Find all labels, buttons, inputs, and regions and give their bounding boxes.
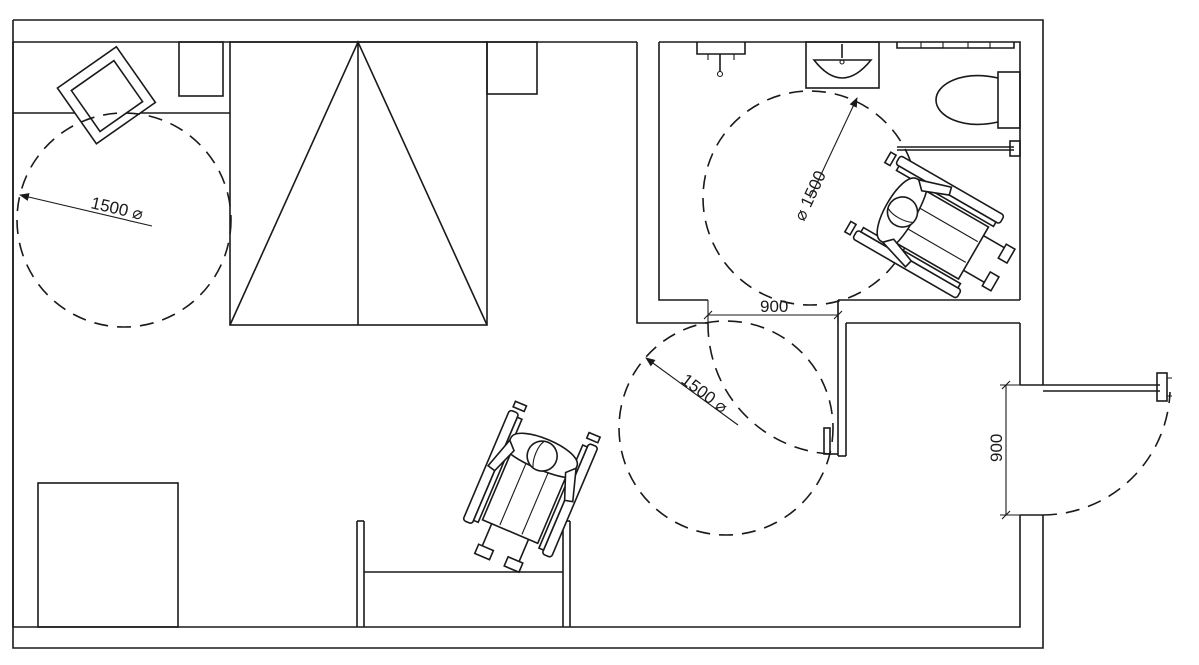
turning-circle-bedroom: 1500 ⌀ [16,112,232,328]
nightstand-right [486,41,538,95]
turning-circle-hall: 1500 ⌀ [618,320,834,536]
turning-circle-bathroom: ⌀ 1500 [702,90,918,306]
entrance-door-dimension: 900 [987,380,1020,520]
shower-fitting [696,42,746,78]
bathroom-door-width-label: 900 [760,297,788,316]
armchair [56,45,157,145]
turning-circle-hall-label: 1500 ⌀ [678,370,732,417]
bathroom-door-dimension: 900 [703,297,843,320]
bed [229,40,488,326]
outer-walls [12,19,1044,649]
turning-circle-bedroom-label: 1500 ⌀ [89,193,145,223]
desk [356,520,571,627]
wheelchair-user-hall [462,400,602,574]
wheelchair-user-bathroom [843,151,1017,299]
grab-rail-side [897,140,1021,157]
grab-rail-top [896,41,1015,49]
bathroom-door [707,322,838,455]
nightstand-left [178,41,224,97]
washbasin [805,41,880,89]
bathroom-walls [636,42,1020,457]
entrance-door [1042,372,1172,516]
turning-circle-bathroom-label: ⌀ 1500 [790,168,830,224]
side-table [37,482,179,628]
entrance-door-width-label: 900 [987,434,1006,462]
toilet [935,71,1021,129]
